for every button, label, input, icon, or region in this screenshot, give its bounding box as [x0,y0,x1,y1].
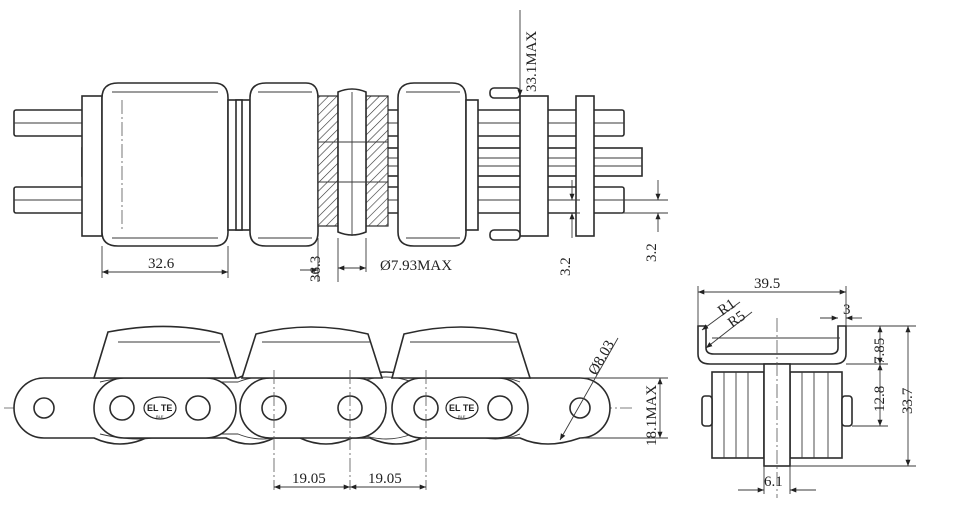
dimension-7-85: 7.85 [846,325,916,365]
dimension-label: 3.2 [558,257,574,276]
dimension-32-6: 32.6 [101,246,229,278]
end-top-plate [697,325,847,365]
dimension-39-5: 39.5 [697,276,847,326]
elite-logo-1: EL TE BLE [143,396,177,420]
dimension-label: 19.05 [292,471,326,487]
attachment-2 [240,326,384,379]
logo-text: EL TE [147,403,172,413]
dimension-label: 18.1MAX [644,385,660,446]
dimension-label: 39.5 [754,276,780,292]
dimension-label: 32.6 [148,256,175,272]
top-plate-2 [249,82,319,247]
dimension-12-8: 12.8 [852,364,888,427]
dimension-label: Ø8.03 [586,338,618,378]
attachment-1 [92,325,238,379]
dimension-label: 33.1MAX [524,31,540,92]
dimension-pin-diameter: Ø7.93MAX [338,238,452,274]
dimension-3-2-right: 3.2 [620,180,668,262]
end-view: 39.5 R1 R5 3 7.85 12.8 33.7 [697,276,916,498]
dimension-label: Ø7.93MAX [380,258,452,274]
dimension-pitch-2: 19.05 [350,471,426,490]
logo-subtext: BLE [156,414,164,419]
dimension-6-1: 6.1 [738,466,816,494]
pins [33,395,591,421]
dimension-label: 3 [843,302,851,318]
dimension-33-7: 33.7 [790,326,916,467]
top-view: 32.6 33.1MAX 36.3 Ø7.93MAX 3.2 [13,10,668,282]
side-view: EL TE BLE EL TE BLE 19.05 19.05 Ø8.03 [4,325,668,490]
dimension-label: 19.05 [368,471,402,487]
dimension-36-3: 36.3 [300,238,339,282]
dimension-label: 12.8 [872,386,888,412]
attachment-3 [390,326,532,379]
elite-logo-2: EL TE BLE [445,396,479,420]
end-chain-plates [701,363,853,467]
chain-links [13,371,611,445]
dimension-pitch-1: 19.05 [274,471,350,490]
dimension-label: 3.2 [644,243,660,262]
section-cut [317,88,389,236]
dimension-label: 6.1 [764,474,783,490]
dimension-3-2-left: 3.2 [558,180,580,276]
logo-text: EL TE [449,403,474,413]
top-plate-3 [397,82,467,247]
dimension-height-18-1: 18.1MAX [580,377,668,446]
dimension-label: 33.7 [900,387,916,414]
logo-subtext: BLE [458,414,466,419]
dimension-3: 3 [820,302,862,321]
dimension-33-1-max: 33.1MAX [517,10,540,96]
dimension-label: 7.85 [872,338,888,364]
top-plate-1 [101,82,229,247]
dimension-label: 36.3 [308,256,324,282]
